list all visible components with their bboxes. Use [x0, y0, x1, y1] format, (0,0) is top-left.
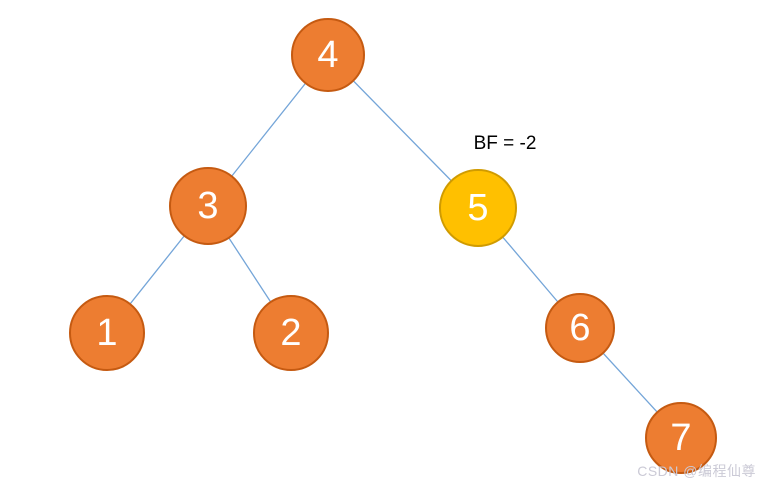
- tree-node-3-label: 3: [197, 185, 219, 227]
- tree-node-6: 6: [545, 293, 615, 363]
- tree-node-1: 1: [69, 295, 145, 371]
- tree-node-4: 4: [291, 18, 365, 92]
- tree-node-2: 2: [253, 295, 329, 371]
- tree-node-5-label: 5: [467, 187, 489, 229]
- tree-node-4-label: 4: [317, 34, 339, 76]
- csdn-watermark: CSDN @编程仙尊: [637, 463, 756, 479]
- balance-factor-annotation: BF = -2: [473, 133, 537, 154]
- tree-node-2-label: 2: [280, 312, 302, 354]
- tree-node-6-label: 6: [569, 307, 591, 349]
- tree-node-5-highlighted: 5: [439, 169, 517, 247]
- tree-node-1-label: 1: [96, 312, 118, 354]
- tree-node-3: 3: [169, 167, 247, 245]
- tree-node-7: 7: [645, 402, 717, 474]
- tree-node-7-label: 7: [670, 417, 692, 459]
